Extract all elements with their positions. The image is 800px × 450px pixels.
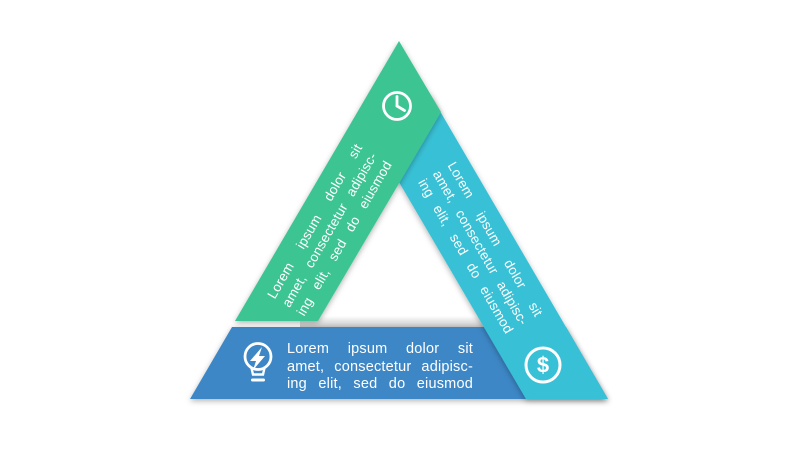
clock-face [382,91,412,121]
clock-icon [382,91,412,121]
dollar-icon: $ [524,346,562,384]
dollar-symbol: $ [537,353,549,378]
bulb-outline [243,342,273,371]
text-line: ing elit, sed do eiusmod [287,376,473,392]
segment-idea-text: Lorem ipsum dolor sit amet, consectetur … [287,341,473,394]
ribbon-right-teal[interactable] [389,94,608,399]
bottom-band-inner-shadow [300,316,490,327]
bolt-glyph [250,347,265,370]
lightbulb-bolt-icon [243,342,273,382]
clock-hour-hand [395,104,406,112]
dollar-circle [524,346,562,384]
ribbon-left-green[interactable] [235,41,441,321]
bulb-neck [250,366,266,376]
text-line: Lorem ipsum dolor sit [287,341,473,357]
text-line: amet, consectetur adipisc- [287,358,473,375]
